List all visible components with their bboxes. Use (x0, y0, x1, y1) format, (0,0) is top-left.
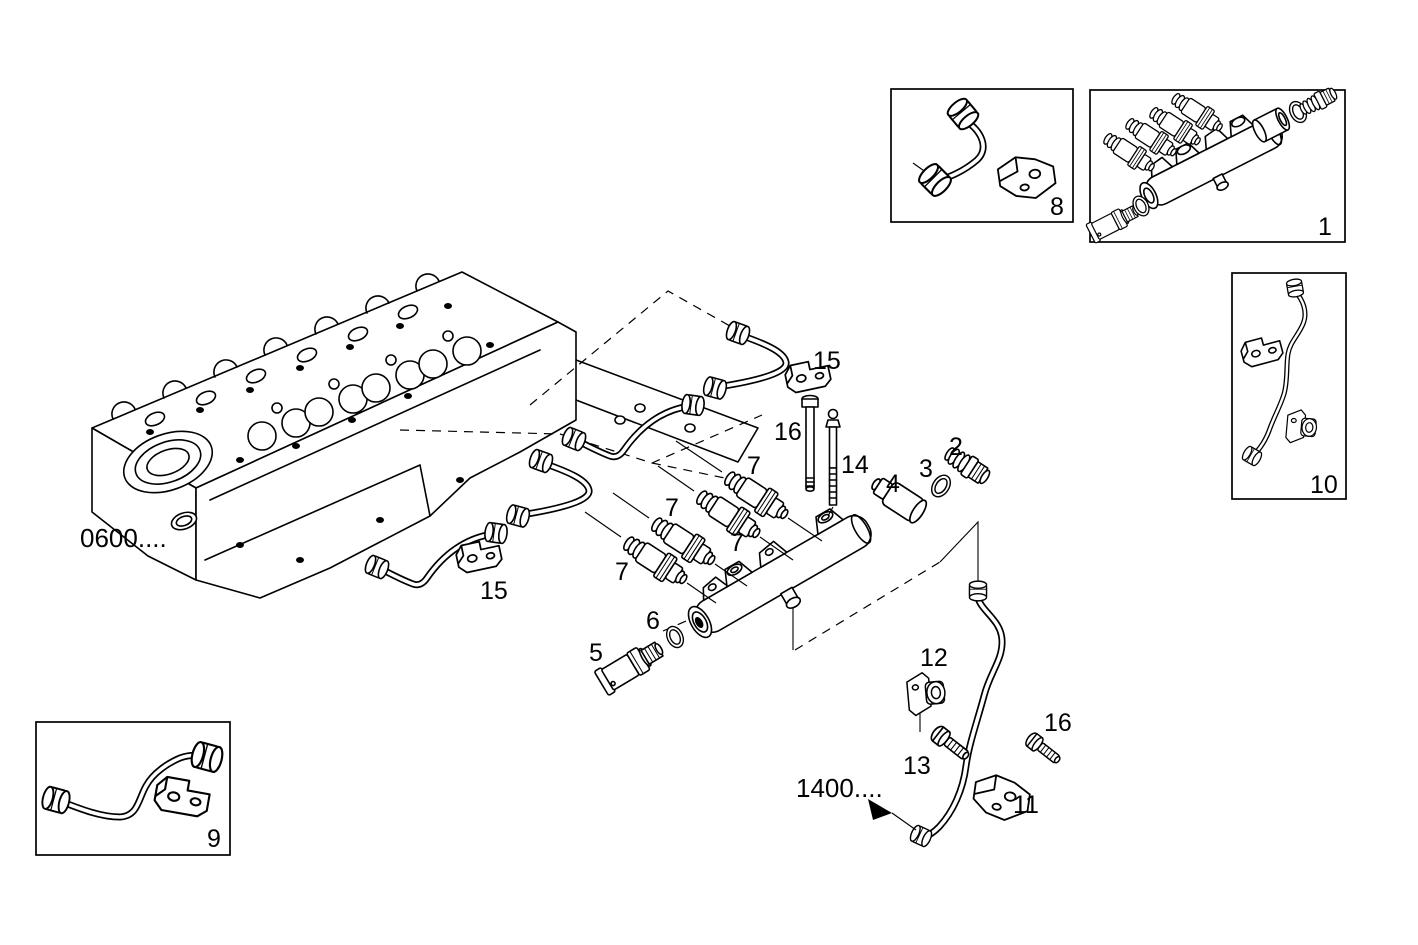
engine-cylinder-head (91, 271, 759, 599)
callout-5: 5 (589, 639, 603, 667)
valve-ports (247, 330, 482, 451)
callout-3: 3 (919, 455, 933, 483)
callout-9: 9 (207, 825, 221, 853)
callout-16a: 16 (774, 418, 802, 446)
callout-7a: 7 (747, 452, 761, 480)
callout-labels: 1 2 3 4 5 6 7 7 7 7 8 9 10 11 12 13 14 1… (80, 193, 1338, 853)
injector-pipe-1 (701, 319, 790, 401)
callout-6: 6 (646, 607, 660, 635)
leader-lines (584, 440, 979, 732)
callout-7b: 7 (665, 494, 679, 522)
callout-14: 14 (841, 451, 869, 479)
callout-7c: 7 (730, 529, 744, 557)
callout-1: 1 (1318, 213, 1332, 241)
callout-4: 4 (886, 470, 900, 498)
callout-13: 13 (903, 752, 931, 780)
thermostat-boss (122, 430, 214, 531)
callout-10: 10 (1310, 471, 1338, 499)
section-ref-1400: 1400.... (796, 773, 883, 803)
callout-15b: 15 (480, 577, 508, 605)
inset-box-8 (890, 88, 1074, 223)
fuel-return-pipe (907, 580, 1006, 849)
inset-box-1 (1085, 84, 1346, 244)
callout-8: 8 (1050, 193, 1064, 221)
callout-12: 12 (920, 644, 948, 672)
pipe-clamp-12 (905, 670, 948, 717)
pressure-valve-4 (871, 477, 928, 524)
pump-section-arrow (868, 799, 917, 831)
pressure-sensor-5 (593, 634, 670, 697)
injector-pipe-2 (559, 393, 707, 461)
callout-7d: 7 (615, 558, 629, 586)
bolt-13 (927, 723, 974, 765)
callout-16b: 16 (1044, 709, 1072, 737)
fuel-rail (687, 508, 872, 650)
inset-box-10 (1231, 272, 1347, 500)
callout-11: 11 (1013, 791, 1039, 819)
o-ring-6 (662, 623, 688, 651)
inset-box-9 (35, 721, 231, 856)
gasket-plane (575, 359, 759, 463)
injector-pipe-3 (504, 447, 593, 529)
bolt-hole-dots (146, 303, 494, 563)
callout-2: 2 (949, 433, 963, 461)
bolt-16-long (801, 394, 819, 492)
stud-14-long (825, 408, 841, 506)
callout-15a: 15 (813, 347, 841, 375)
section-ref-0600: 0600.... (80, 523, 167, 553)
